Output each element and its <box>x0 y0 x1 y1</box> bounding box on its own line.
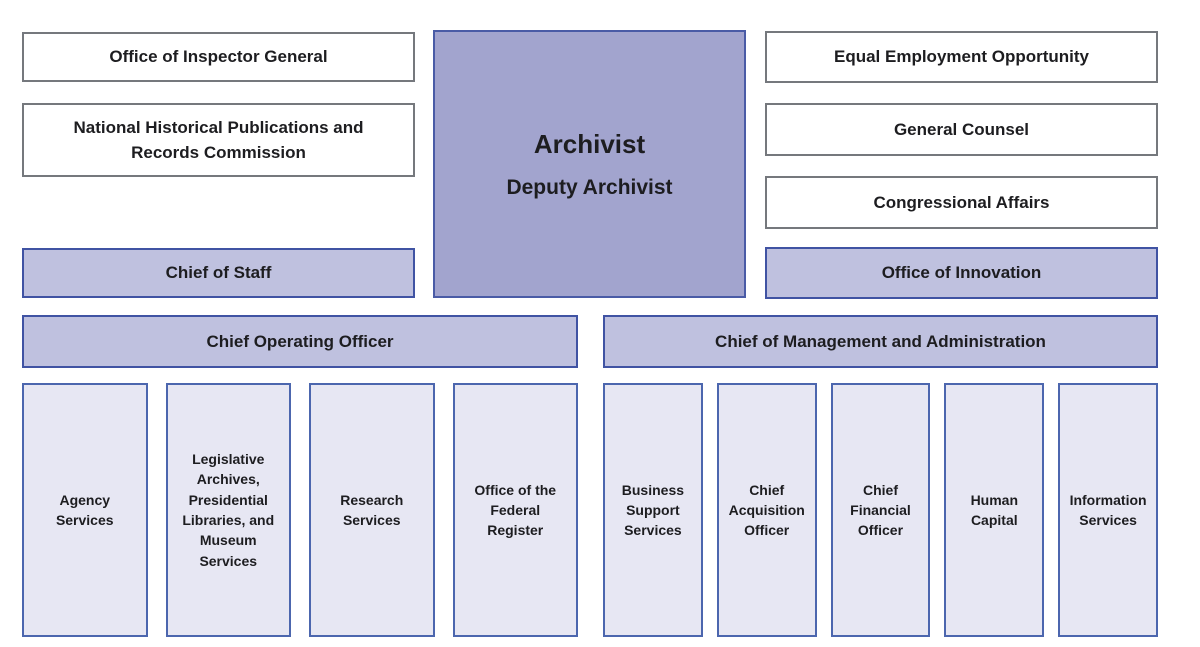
nhprc-box: National Historical Publications and Rec… <box>22 103 415 177</box>
general-counsel-box: General Counsel <box>765 103 1158 156</box>
nhprc-label: National Historical Publications and Rec… <box>73 117 364 163</box>
research-services-box: Research Services <box>309 383 435 637</box>
chief-of-staff-box: Chief of Staff <box>22 248 415 298</box>
deputy-archivist-subtitle: Deputy Archivist <box>506 175 673 199</box>
business-support-services-box: Business Support Services <box>603 383 703 637</box>
office-of-innovation-box: Office of Innovation <box>765 247 1158 299</box>
archivist-title: Archivist <box>533 128 646 159</box>
office-of-the-federal-register-box: Office of the Federal Register <box>452 383 578 637</box>
agency-services-label: Agency Services <box>55 491 114 528</box>
coo-divisions-group: Agency Services Legislative Archives, Pr… <box>22 383 578 637</box>
office-of-innovation-label: Office of Innovation <box>881 263 1042 282</box>
office-of-inspector-general-label: Office of Inspector General <box>109 47 328 66</box>
human-capital-label: Human Capital <box>970 491 1019 528</box>
chief-of-management-and-administration-box: Chief of Management and Administration <box>603 315 1158 368</box>
chief-acquisition-officer-label: Chief Acquisition Officer <box>728 481 805 539</box>
archivist-box: Archivist Deputy Archivist <box>433 30 746 298</box>
chief-acquisition-officer-box: Chief Acquisition Officer <box>716 383 817 637</box>
agency-services-box: Agency Services <box>22 383 148 637</box>
chief-of-staff-label: Chief of Staff <box>165 263 272 282</box>
chief-financial-officer-label: Chief Financial Officer <box>850 481 911 539</box>
equal-employment-opportunity-box: Equal Employment Opportunity <box>765 31 1158 83</box>
legislative-archives-label: Legislative Archives, Presidential Libra… <box>182 451 275 569</box>
research-services-label: Research Services <box>340 491 404 528</box>
chief-operating-officer-label: Chief Operating Officer <box>206 331 394 351</box>
information-services-label: Information Services <box>1069 491 1147 528</box>
congressional-affairs-box: Congressional Affairs <box>765 176 1158 229</box>
cma-divisions-group: Business Support Services Chief Acquisit… <box>603 383 1158 637</box>
office-of-inspector-general-box: Office of Inspector General <box>22 32 415 82</box>
equal-employment-opportunity-label: Equal Employment Opportunity <box>833 47 1089 66</box>
chief-operating-officer-box: Chief Operating Officer <box>22 315 578 368</box>
legislative-archives-box: Legislative Archives, Presidential Libra… <box>165 383 291 637</box>
office-of-the-federal-register-label: Office of the Federal Register <box>474 481 557 539</box>
information-services-box: Information Services <box>1058 383 1158 637</box>
chief-financial-officer-box: Chief Financial Officer <box>830 383 931 637</box>
human-capital-box: Human Capital <box>944 383 1045 637</box>
chief-of-management-and-administration-label: Chief of Management and Administration <box>715 331 1046 351</box>
congressional-affairs-label: Congressional Affairs <box>873 192 1050 212</box>
business-support-services-label: Business Support Services <box>621 481 685 539</box>
general-counsel-label: General Counsel <box>893 119 1030 139</box>
